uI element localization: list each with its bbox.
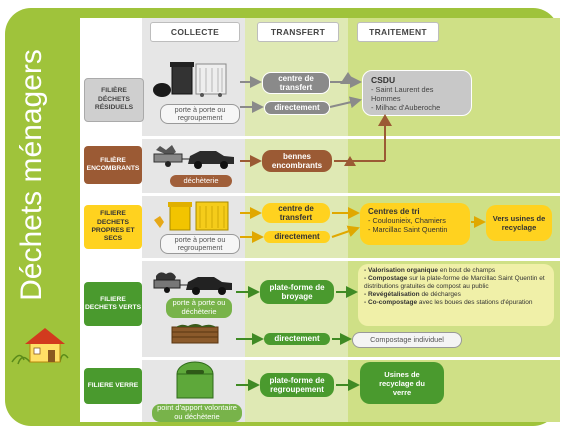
label-propres-secs: FILIERE DECHETS PROPRES ET SECS	[84, 205, 142, 249]
treatment-verts-list: - Valorisation organique en bout de cham…	[358, 264, 554, 326]
transfer-verts-broyage: plate-forme de broyage	[260, 280, 334, 304]
treatment-verre: Usines de recyclage du verre	[360, 362, 444, 404]
label-encombrants: FILIÈRE ENCOMBRANTS	[84, 146, 142, 184]
transfer-propres-direct: directement	[264, 231, 330, 243]
tri-line: - Marcillac Saint Quentin	[368, 225, 448, 234]
collect-verts: porte à porte ou déchèterie	[166, 298, 232, 318]
arrow	[378, 114, 392, 126]
row-separator	[80, 136, 560, 139]
arrow	[331, 225, 360, 238]
verts-item: - Valorisation organique en bout de cham…	[364, 267, 496, 274]
csdu-line: - Milhac d'Auberoche	[371, 103, 441, 112]
transfer-propres-centre: centre de transfert	[262, 203, 330, 223]
label-verts: FILIERE DECHETS VERTS	[84, 282, 142, 326]
csdu-line: - Saint Laurent des Hommes	[371, 85, 434, 103]
arrow	[344, 156, 356, 166]
tri-title: Centres de tri	[368, 207, 420, 216]
compostage-individuel: Compostage individuel	[352, 332, 462, 348]
transfer-residuels-direct: directement	[264, 101, 330, 115]
transfer-residuels-centre: centre de transfert	[262, 72, 330, 94]
verts-item: - Revégétalisation de décharges	[364, 290, 461, 298]
collect-propres: porte à porte ou regroupement	[160, 234, 240, 254]
collect-verre: point d'apport volontaire ou déchèterie	[152, 404, 242, 422]
header-traitement: TRAITEMENT	[357, 22, 439, 42]
treatment-usines-recyclage: Vers usines de recyclage	[486, 205, 552, 241]
car-trailer-icon	[153, 145, 234, 169]
row-separator	[80, 193, 560, 196]
header-transfert: TRANSFERT	[257, 22, 339, 42]
verts-item: - Compostage sur la plate-forme de Marci…	[364, 274, 545, 290]
transfer-verre: plate-forme de regroupement	[260, 373, 334, 397]
row-separator	[80, 357, 560, 360]
label-verre: FILIERE VERRE	[84, 368, 142, 404]
glass-container-icon	[176, 361, 214, 399]
bins-icon	[153, 62, 227, 97]
transfer-verts-direct: directement	[264, 333, 330, 345]
collect-residuels: porte à porte ou regroupement	[160, 104, 240, 124]
label-residuels: FILIÈRE DÉCHETS RÉSIDUELS	[84, 78, 144, 122]
treatment-csdu: CSDU - Saint Laurent des Hommes - Milhac…	[362, 70, 472, 116]
verts-item: - Co-compostage avec les boues des stati…	[364, 298, 533, 306]
car-trailer-green-icon	[153, 272, 232, 295]
collect-encombrants: déchèterie	[170, 175, 232, 187]
compost-bin-icon	[171, 324, 219, 344]
arrow	[329, 96, 362, 109]
yellow-bins-icon	[154, 201, 229, 231]
house-icon	[11, 328, 69, 365]
treatment-centres-tri: Centres de tri - Coulounieix, Chamiers -…	[360, 203, 470, 245]
header-collecte: COLLECTE	[150, 22, 240, 42]
tri-line: - Coulounieix, Chamiers	[368, 216, 446, 225]
arrow	[340, 72, 356, 84]
transfer-encombrants: bennes encombrants	[262, 150, 332, 172]
row-separator	[80, 258, 560, 261]
csdu-title: CSDU	[371, 75, 396, 85]
